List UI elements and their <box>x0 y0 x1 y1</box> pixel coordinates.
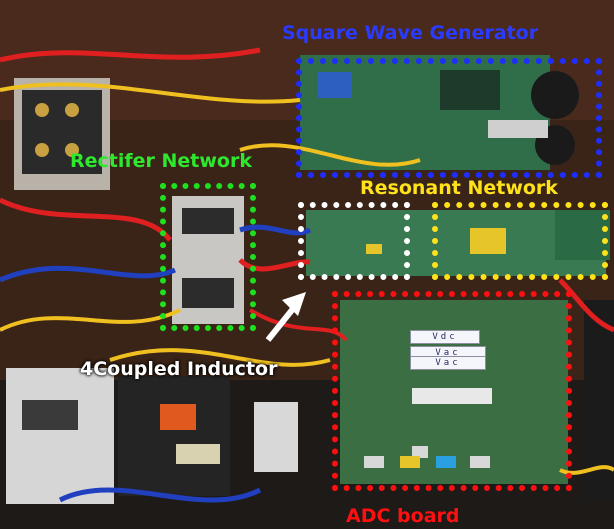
adc-board-box <box>332 291 572 491</box>
coupled-inductor-box <box>298 202 410 280</box>
resonant-network-label: Resonant Network <box>360 177 558 199</box>
rectifier-network-label: Rectifer Network <box>70 150 252 172</box>
coupled-inductor-label: 4Coupled Inductor <box>80 358 278 380</box>
vdc-chip: Vdc <box>410 330 480 344</box>
square-wave-generator-label: Square Wave Generator <box>282 22 539 44</box>
resonant-network-box <box>432 202 608 280</box>
rectifier-network-box <box>160 183 256 331</box>
square-wave-generator-box <box>296 58 602 178</box>
adc-board-label: ADC board <box>346 505 460 527</box>
vac-chip-2: Vac <box>410 356 486 370</box>
